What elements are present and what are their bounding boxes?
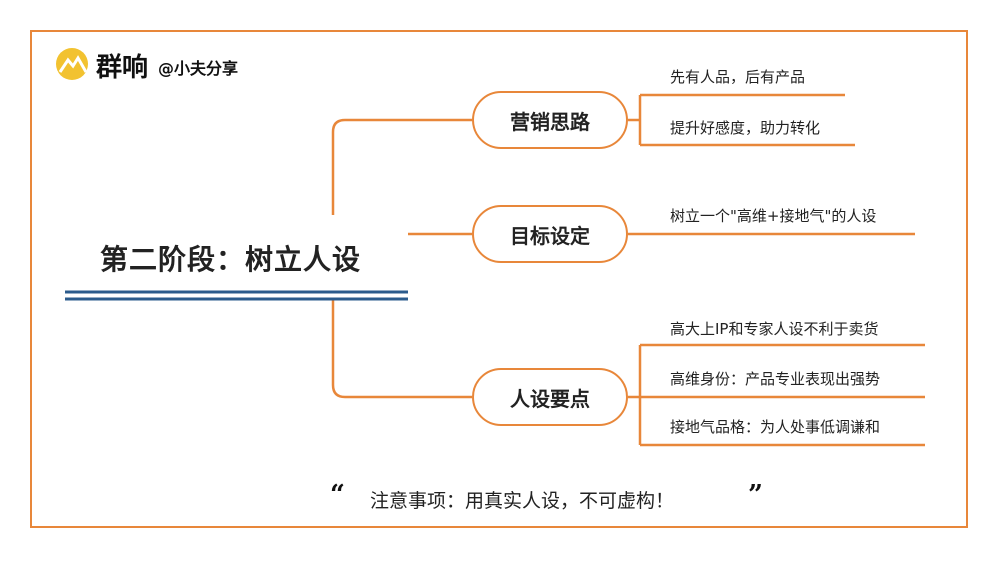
branch-node-key-points: 人设要点 bbox=[472, 368, 628, 426]
leaf-line-1 bbox=[628, 93, 855, 147]
branch-node-marketing: 营销思路 bbox=[472, 91, 628, 149]
close-quote-icon: ” bbox=[748, 480, 763, 510]
brand-logo-text: 群响 bbox=[96, 53, 149, 83]
branch-node-goal: 目标设定 bbox=[472, 205, 628, 263]
slide-frame bbox=[30, 30, 968, 528]
leaf-text: 高大上IP和专家人设不利于卖货 bbox=[670, 320, 879, 338]
leaf-text: 提升好感度，助力转化 bbox=[670, 119, 821, 137]
leaf-text: 树立一个"高维+接地气"的人设 bbox=[670, 207, 877, 225]
connector-top bbox=[331, 118, 472, 215]
central-topic: 第二阶段：树立人设 bbox=[100, 243, 362, 276]
leaf-text: 先有人品，后有产品 bbox=[670, 68, 806, 86]
open-quote-icon: “ bbox=[330, 480, 345, 510]
logo-icon bbox=[56, 48, 88, 80]
brand-handle: @小夫分享 bbox=[158, 59, 239, 78]
connector-bottom bbox=[331, 300, 472, 399]
leaf-line-3 bbox=[628, 343, 925, 447]
note-text: 注意事项：用真实人设，不可虚构！ bbox=[370, 490, 675, 512]
leaf-text: 接地气品格：为人处事低调谦和 bbox=[670, 418, 881, 436]
leaf-text: 高维身份：产品专业表现出强势 bbox=[670, 370, 881, 388]
